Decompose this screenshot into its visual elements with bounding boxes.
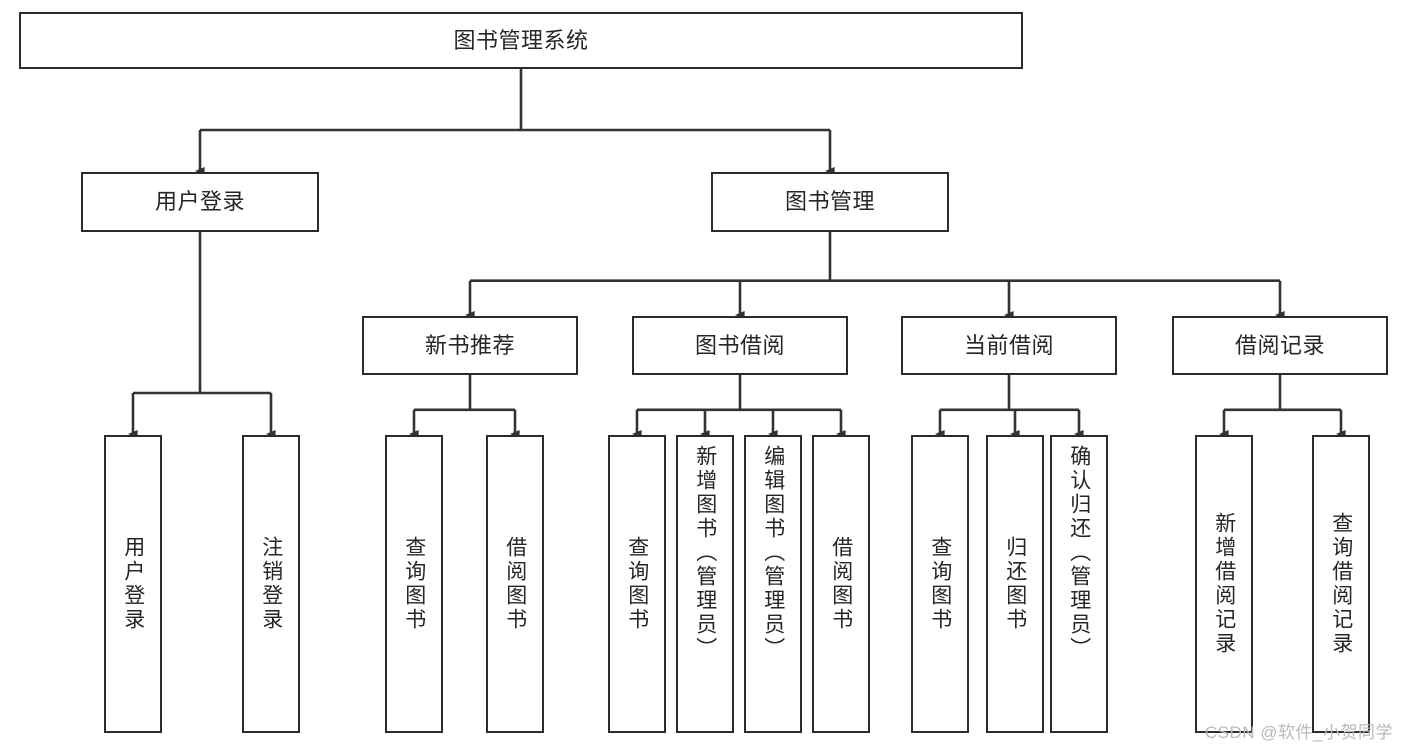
- node-label: 查询图书: [625, 536, 649, 632]
- node-label: 用户登录: [154, 189, 245, 215]
- node-label: 借阅图书: [503, 536, 527, 632]
- node-label: 查询图书: [928, 536, 952, 632]
- node-label: 查询借阅记录: [1329, 512, 1353, 656]
- node-label: 归还图书: [1003, 536, 1027, 632]
- node-root[interactable]: 图书管理系统: [19, 12, 1023, 69]
- node-label: 借阅图书: [829, 536, 853, 632]
- node-leaf-logout[interactable]: 注销登录: [242, 435, 300, 733]
- node-label: 借阅记录: [1234, 332, 1325, 358]
- node-label: 新书推荐: [424, 332, 515, 358]
- node-leaf-borrow-query-book[interactable]: 查询图书: [608, 435, 666, 733]
- node-l3-book-borrow[interactable]: 图书借阅: [632, 316, 848, 375]
- node-leaf-edit-book-admin[interactable]: 编辑图书（管理员）: [744, 435, 802, 733]
- node-leaf-user-login[interactable]: 用户登录: [104, 435, 162, 733]
- node-label: 图书管理系统: [453, 27, 589, 53]
- node-label: 新增借阅记录: [1212, 512, 1236, 656]
- node-label: 编辑图书（管理员）: [761, 445, 785, 661]
- node-label: 用户登录: [121, 536, 145, 632]
- node-leaf-rec-query-book[interactable]: 查询图书: [385, 435, 443, 733]
- node-label: 当前借阅: [963, 332, 1054, 358]
- node-l2-user-login[interactable]: 用户登录: [81, 172, 319, 232]
- csdn-watermark: CSDN @软件_小贺同学: [1204, 723, 1393, 742]
- node-leaf-cur-query-book[interactable]: 查询图书: [911, 435, 969, 733]
- node-leaf-confirm-return-admin[interactable]: 确认归还（管理员）: [1050, 435, 1108, 733]
- node-label: 确认归还（管理员）: [1067, 445, 1091, 661]
- node-l3-borrow-record[interactable]: 借阅记录: [1172, 316, 1388, 375]
- node-l2-book-mgmt[interactable]: 图书管理: [711, 172, 949, 232]
- node-l3-current-borrow[interactable]: 当前借阅: [901, 316, 1117, 375]
- node-leaf-return-book[interactable]: 归还图书: [986, 435, 1044, 733]
- node-label: 查询图书: [402, 536, 426, 632]
- node-label: 图书借阅: [694, 332, 785, 358]
- node-leaf-add-book-admin[interactable]: 新增图书（管理员）: [676, 435, 734, 733]
- node-label: 注销登录: [259, 536, 283, 632]
- node-label: 新增图书（管理员）: [693, 445, 717, 661]
- node-leaf-query-borrow-record[interactable]: 查询借阅记录: [1312, 435, 1370, 733]
- node-leaf-rec-borrow-book[interactable]: 借阅图书: [486, 435, 544, 733]
- node-leaf-borrow-book[interactable]: 借阅图书: [812, 435, 870, 733]
- node-l3-new-book-rec[interactable]: 新书推荐: [362, 316, 578, 375]
- node-leaf-add-borrow-record[interactable]: 新增借阅记录: [1195, 435, 1253, 733]
- node-label: 图书管理: [784, 189, 875, 215]
